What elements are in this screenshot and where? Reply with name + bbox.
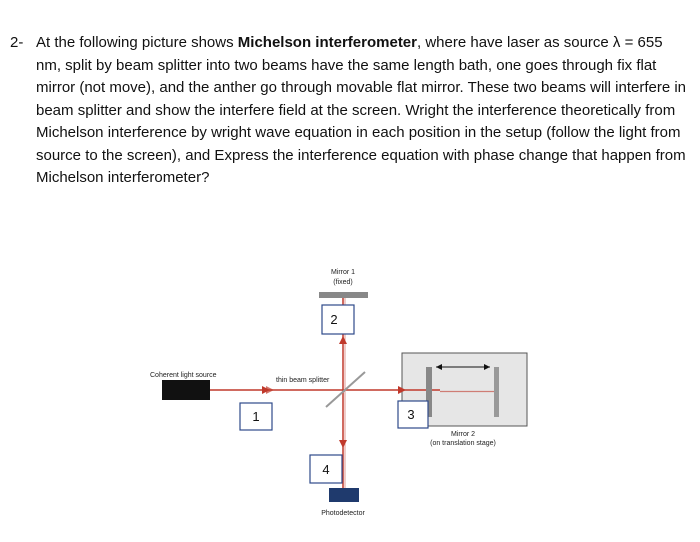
- question-text: At the following picture shows Michelson…: [36, 32, 690, 190]
- box-2: [321, 304, 355, 335]
- question-number: 2-: [10, 34, 24, 51]
- source-label: Coherent light source: [150, 372, 217, 379]
- mirror1: [319, 292, 368, 298]
- translation-arrowhead-right: [484, 364, 490, 370]
- box-3: [397, 400, 429, 429]
- mirror2: [494, 367, 499, 417]
- mirror2-sublabel: (on translation stage): [430, 440, 496, 447]
- arrow-source-2: [266, 386, 274, 394]
- arrow-up-mirror1: [339, 336, 347, 344]
- mirror2-label: Mirror 2: [451, 431, 475, 438]
- box-3-number: 3: [407, 407, 414, 422]
- box-2-number: 2: [330, 312, 337, 327]
- question-text-bold: Michelson interferometer: [237, 34, 417, 51]
- splitter-label: thin beam splitter: [276, 377, 330, 384]
- beam-splitter: [325, 371, 366, 408]
- box-1-number: 1: [252, 409, 259, 424]
- laser-source: [162, 380, 210, 400]
- photodetector: [329, 488, 359, 502]
- mirror2-fixed-block: [426, 367, 432, 417]
- arrow-down-detector: [339, 440, 347, 448]
- box-1: [239, 402, 273, 431]
- detector-label: Photodetector: [321, 510, 365, 517]
- translation-arrowhead-left: [436, 364, 442, 370]
- box-4-number: 4: [322, 462, 329, 477]
- question-text-part1: At the following picture shows: [36, 34, 238, 51]
- mirror1-label: Mirror 1: [331, 269, 355, 276]
- mirror1-sublabel: (fixed): [333, 279, 352, 286]
- box-4: [309, 454, 343, 484]
- question-text-part2: , where have laser as source λ = 655 nm,…: [36, 34, 687, 186]
- arrow-to-mirror2: [398, 386, 406, 394]
